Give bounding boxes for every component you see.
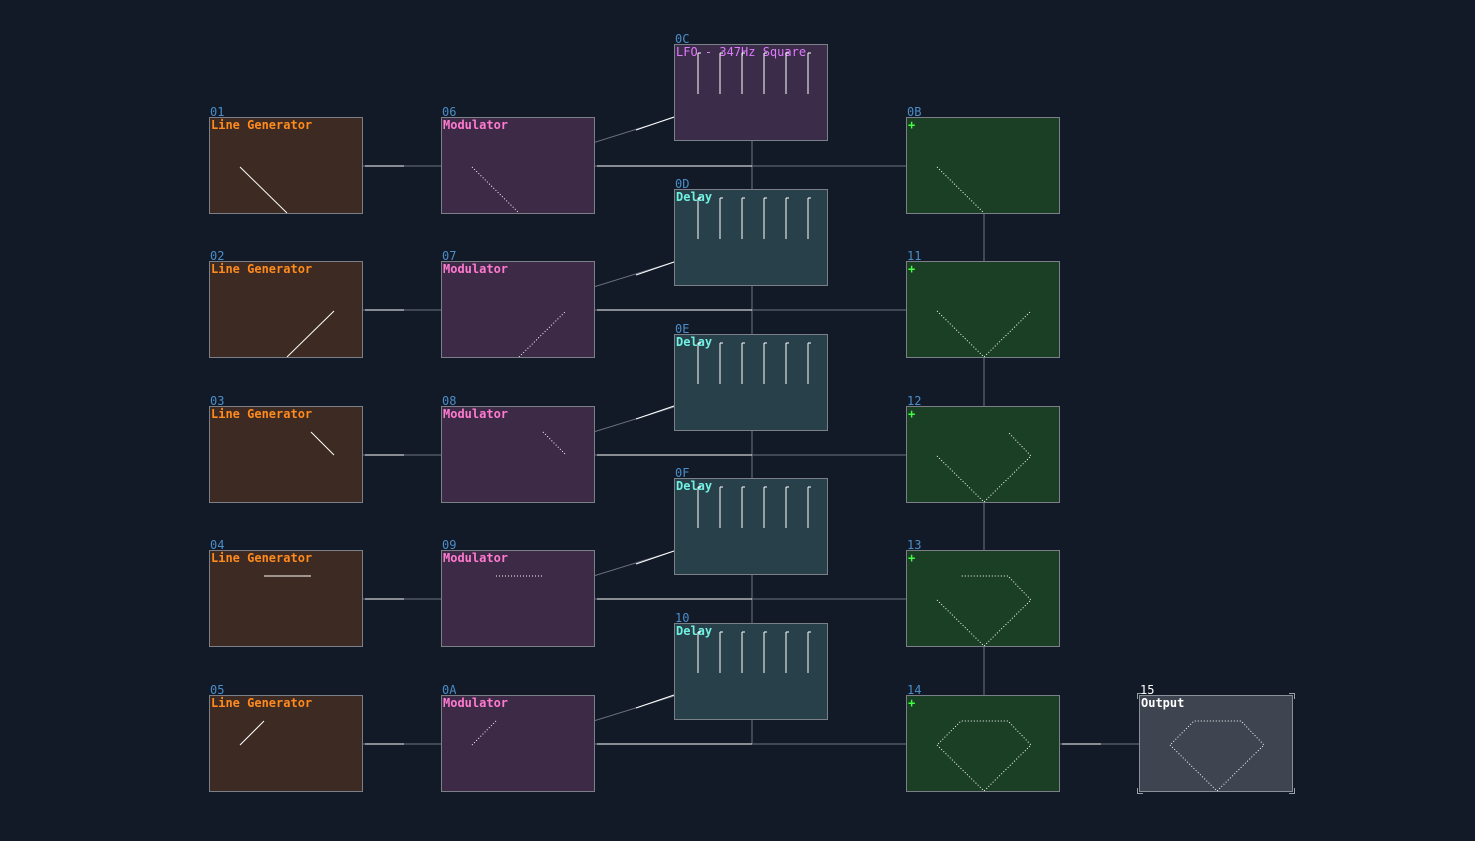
- line-generator-node-05[interactable]: Line Generator: [209, 695, 363, 792]
- waveform-preview: [697, 52, 811, 94]
- node-title: Line Generator: [211, 407, 313, 421]
- delay-node-10[interactable]: Delay: [674, 623, 828, 720]
- node-id: 15: [1140, 683, 1155, 697]
- waveform-preview: [936, 431, 1032, 502]
- node-title: Modulator: [443, 407, 509, 421]
- waveform-preview: [239, 720, 265, 746]
- add-node-13[interactable]: +: [906, 550, 1060, 647]
- line-generator-node-02[interactable]: Line Generator: [209, 261, 363, 358]
- selection-corner: [1289, 693, 1295, 699]
- node-id: 0F: [675, 466, 690, 480]
- line-generator-node-03[interactable]: Line Generator: [209, 406, 363, 503]
- node-id: 03: [210, 394, 225, 408]
- line-generator-node-04[interactable]: Line Generator: [209, 550, 363, 647]
- node-id: 0D: [675, 177, 690, 191]
- node-title: Delay: [676, 190, 713, 204]
- add-icon: +: [908, 118, 916, 132]
- node-id: 05: [210, 683, 225, 697]
- node-title: Delay: [676, 479, 713, 493]
- node-id: 0A: [442, 683, 457, 697]
- add-node-12[interactable]: +: [906, 406, 1060, 503]
- node-id: 0B: [907, 105, 922, 119]
- modulator-node-09[interactable]: Modulator: [441, 550, 595, 647]
- modulator-node-06[interactable]: Modulator: [441, 117, 595, 214]
- add-icon: +: [908, 262, 916, 276]
- add-node-11[interactable]: +: [906, 261, 1060, 358]
- waveform-preview: [310, 431, 335, 456]
- lfo-node-0c[interactable]: LFO - 347Hz Square: [674, 44, 828, 141]
- node-id: 08: [442, 394, 457, 408]
- delay-node-0d[interactable]: Delay: [674, 189, 828, 286]
- add-icon: +: [908, 551, 916, 565]
- waveform-preview: [936, 720, 1032, 791]
- node-id: 04: [210, 538, 225, 552]
- waveform-preview: [697, 197, 811, 239]
- node-title: Delay: [676, 335, 713, 349]
- delay-node-0e[interactable]: Delay: [674, 334, 828, 431]
- node-id: 06: [442, 105, 457, 119]
- node-title: Line Generator: [211, 262, 313, 276]
- waveform-preview: [1169, 720, 1265, 791]
- waveform-preview: [697, 342, 811, 384]
- node-id: 02: [210, 249, 225, 263]
- waveform-preview: [239, 166, 288, 213]
- waveform-preview: [936, 310, 1032, 357]
- add-icon: +: [908, 407, 916, 421]
- node-title: Output: [1141, 696, 1185, 710]
- node-title: Modulator: [443, 551, 509, 565]
- node-id: 09: [442, 538, 457, 552]
- modulator-node-07[interactable]: Modulator: [441, 261, 595, 358]
- waveform-preview: [471, 166, 520, 213]
- waveform-preview: [697, 486, 811, 528]
- node-id: 14: [907, 683, 922, 697]
- add-node-0b[interactable]: +: [906, 117, 1060, 214]
- add-icon: +: [908, 696, 916, 710]
- waveform-preview: [936, 166, 985, 213]
- node-title: Delay: [676, 624, 713, 638]
- node-id: 0C: [675, 32, 690, 46]
- node-id: 0E: [675, 322, 690, 336]
- output-node-15[interactable]: Output: [1137, 693, 1295, 794]
- add-node-14[interactable]: +: [906, 695, 1060, 792]
- node-title: Line Generator: [211, 551, 313, 565]
- node-title: Line Generator: [211, 696, 313, 710]
- waveform-preview: [286, 310, 335, 357]
- modulator-node-0a[interactable]: Modulator: [441, 695, 595, 792]
- node-title: Line Generator: [211, 118, 313, 132]
- node-title: Modulator: [443, 696, 509, 710]
- waveform-preview: [496, 575, 543, 577]
- node-id: 13: [907, 538, 922, 552]
- node-id: 11: [907, 249, 922, 263]
- node-title: Modulator: [443, 262, 509, 276]
- selection-corner: [1137, 693, 1143, 699]
- delay-node-0f[interactable]: Delay: [674, 478, 828, 575]
- waveform-preview: [936, 575, 1032, 646]
- node-id: 07: [442, 249, 457, 263]
- node-id: 10: [675, 611, 690, 625]
- waveform-preview: [471, 720, 497, 746]
- selection-corner: [1289, 788, 1295, 794]
- waveform-preview: [697, 631, 811, 673]
- node-id: 12: [907, 394, 922, 408]
- waveform-preview: [518, 310, 567, 357]
- selection-corner: [1137, 788, 1143, 794]
- node-title: LFO - 347Hz Square: [676, 45, 807, 59]
- waveform-preview: [264, 575, 311, 577]
- modulator-node-08[interactable]: Modulator: [441, 406, 595, 503]
- waveform-preview: [542, 431, 567, 456]
- node-title: Modulator: [443, 118, 509, 132]
- node-id: 01: [210, 105, 225, 119]
- line-generator-node-01[interactable]: Line Generator: [209, 117, 363, 214]
